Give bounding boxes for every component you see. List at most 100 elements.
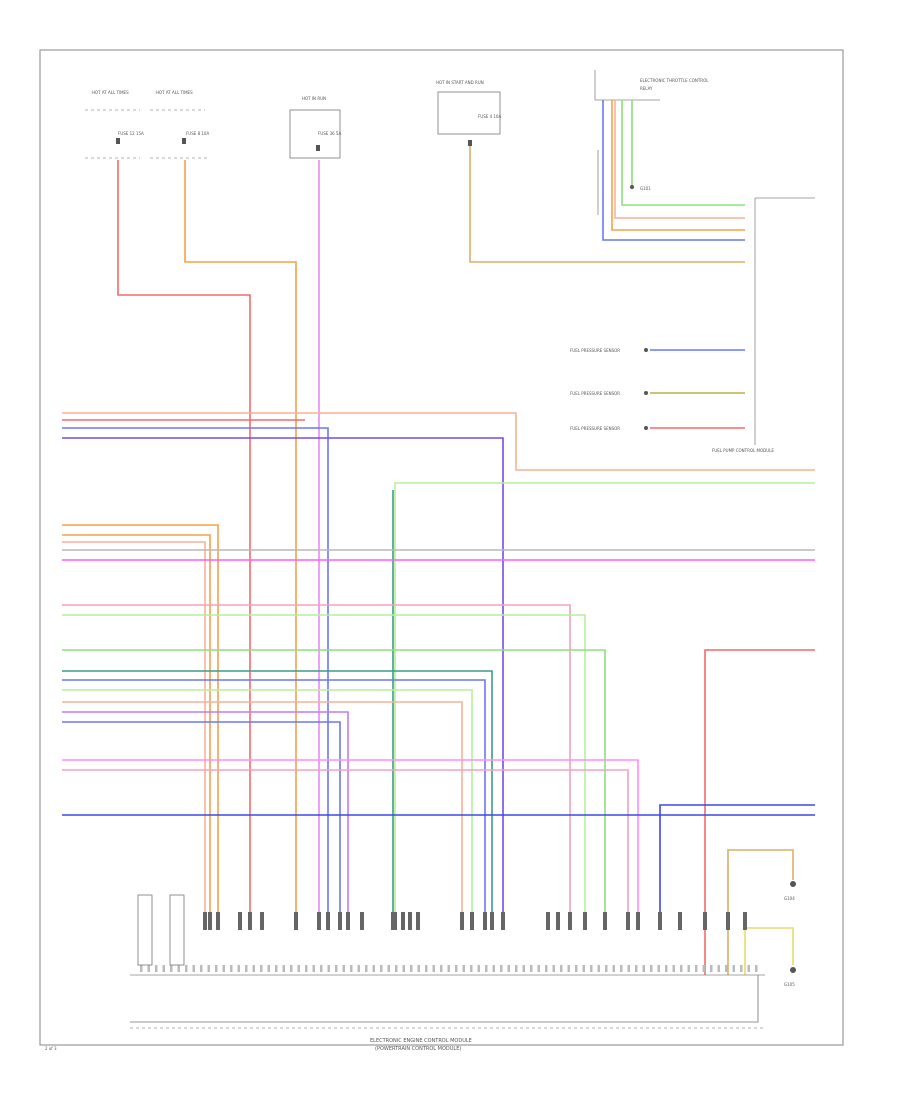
ecm-pin: [305, 965, 308, 972]
ecm-pin: [237, 965, 240, 972]
ecm-pin: [162, 965, 165, 972]
wire-terminal: [248, 912, 252, 930]
wire-orange-5: [62, 534, 211, 915]
wire-harness: [62, 100, 815, 1023]
sensor-1-label: FUEL PRESSURE SENSOR: [570, 348, 620, 353]
ecm-pin: [312, 965, 315, 972]
fuse-box-2: HOT AT ALL TIMES FUSE 8 10A: [150, 90, 210, 159]
wire-terminal: [260, 912, 264, 930]
fuse-box-5-fuse: RELAY: [640, 86, 653, 91]
ground-g104-label: G104: [784, 896, 795, 901]
wire-orange-top: [184, 160, 297, 915]
page-label: 2 of 3: [45, 1046, 57, 1051]
fuel-pressure-sensor-3: FUEL PRESSURE SENSOR: [570, 426, 648, 431]
ground-g105-label: G105: [784, 982, 795, 987]
wire-salmon-relay: [614, 100, 745, 219]
ecm-pin: [500, 965, 503, 972]
wire-violet-3: [62, 437, 504, 915]
wire-terminal: [636, 912, 640, 930]
ecm-pin: [732, 965, 735, 972]
wire-terminal: [346, 912, 350, 930]
fuse-box-3-title: HOT IN RUN: [302, 96, 326, 101]
wire-gray-bottom: [130, 975, 759, 1023]
ecm-pin: [402, 965, 405, 972]
ecm-pin: [755, 965, 758, 972]
wire-terminal: [678, 912, 682, 930]
wire-terminal: [326, 912, 330, 930]
wire-terminal: [490, 912, 494, 930]
ecm-pin: [222, 965, 225, 972]
wire-blue-12: [62, 679, 486, 915]
ecm-pin: [522, 965, 525, 972]
ecm-pin: [185, 965, 188, 972]
wire-green-long: [394, 482, 815, 915]
ground-label-top: G101: [640, 186, 651, 191]
ecm-pin: [155, 965, 158, 972]
ecm-pin: [642, 965, 645, 972]
ecm-pin: [320, 965, 323, 972]
ecm-pin: [545, 965, 548, 972]
diagram-frame: [39, 49, 844, 1046]
wire-terminal: [583, 912, 587, 930]
ecm-pin: [215, 965, 218, 972]
ecm-pin: [515, 965, 518, 972]
ecm-pin: [387, 965, 390, 972]
ecm-pin: [447, 965, 450, 972]
ground-g105: G105: [784, 967, 796, 987]
wire-salmon-6: [62, 541, 206, 915]
wire-violet-relay: [602, 100, 745, 241]
ecm-pin: [695, 965, 698, 972]
ecm-pin: [177, 965, 180, 972]
wire-terminal: [294, 912, 298, 930]
ecm-pin: [455, 965, 458, 972]
ecm-pin: [702, 965, 705, 972]
ecm-pin: [395, 965, 398, 972]
wire-deepblue-20: [659, 804, 815, 915]
ecm-pin: [267, 965, 270, 972]
wire-terminal: [546, 912, 550, 930]
ecm-pin: [140, 965, 143, 972]
ecm-pin: [275, 965, 278, 972]
ecm-pin: [740, 965, 743, 972]
wire-terminal: [360, 912, 364, 930]
wire-terminal: [208, 912, 212, 930]
wire-lightgreen-9: [62, 614, 586, 915]
wire-salmon-14: [62, 701, 463, 915]
fuse-box-4: HOT IN START AND RUN FUSE 4 10A: [436, 80, 501, 146]
wire-salmon-1: [62, 412, 815, 471]
wire-red-top: [117, 160, 251, 915]
fuel-pressure-sensor-1: FUEL PRESSURE SENSOR: [570, 348, 648, 353]
ecm-pin: [582, 965, 585, 972]
ecm-pin: [597, 965, 600, 972]
wire-terminal: [216, 912, 220, 930]
wire-magenta-17: [62, 759, 639, 915]
ecm-pin: [650, 965, 653, 972]
ecm-title-line1: ELECTRONIC ENGINE CONTROL MODULE: [370, 1038, 472, 1044]
wire-tan-top: [469, 146, 745, 263]
fuse-box-4-title: HOT IN START AND RUN: [436, 80, 484, 85]
ecm-pin: [350, 965, 353, 972]
wire-terminal: [726, 912, 730, 930]
ecm-pin: [372, 965, 375, 972]
ecm-pin: [672, 965, 675, 972]
wire-terminal: [401, 912, 405, 930]
ecm-pin: [335, 965, 338, 972]
fuse-box-4-fuse: FUSE 4 10A: [478, 114, 501, 119]
ecm-pin: [327, 965, 330, 972]
ecm-pin: [440, 965, 443, 972]
wire-blue-2: [62, 427, 329, 915]
ecm-pin: [410, 965, 413, 972]
wire-terminal: [483, 912, 487, 930]
ecm-pin: [717, 965, 720, 972]
ecm-pin: [590, 965, 593, 972]
wire-blue-16: [62, 721, 341, 915]
ecm-pin: [200, 965, 203, 972]
ecm-pin: [710, 965, 713, 972]
ecm-pin: [567, 965, 570, 972]
wire-pink-9: [62, 604, 571, 915]
wire-tan-ground: [727, 849, 794, 975]
sensor-3-label: FUEL PRESSURE SENSOR: [570, 426, 620, 431]
ecm-pin: [485, 965, 488, 972]
wire-teal-11: [62, 670, 493, 915]
